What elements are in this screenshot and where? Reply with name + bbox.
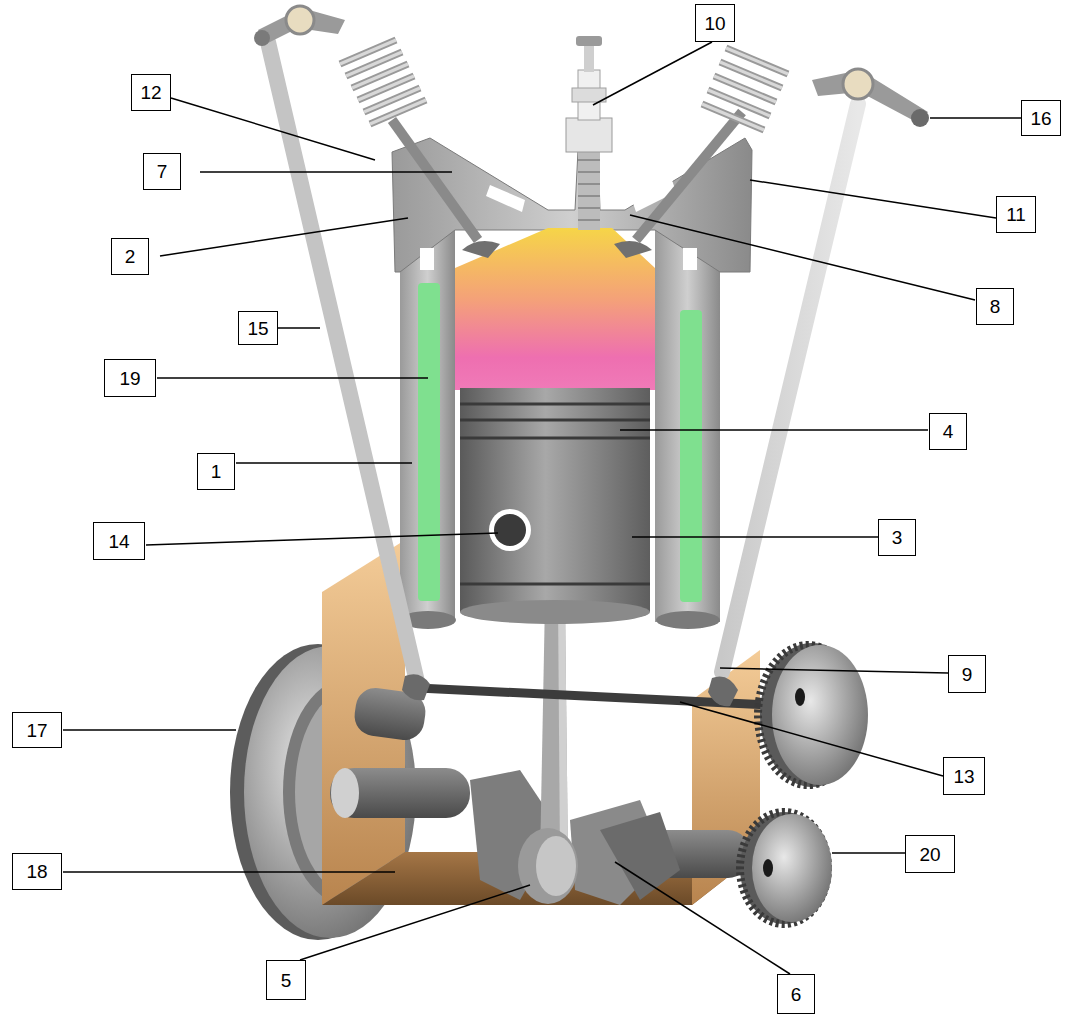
callout-box: 13 [943, 757, 985, 795]
callout-number: 3 [892, 528, 903, 547]
callout-box: 9 [948, 655, 986, 693]
callout-box: 8 [976, 288, 1014, 325]
callout-number: 7 [157, 162, 168, 181]
callout-box: 2 [111, 238, 149, 275]
callout-number: 19 [119, 369, 140, 388]
callout-number: 5 [281, 971, 292, 990]
callout-box: 16 [1021, 100, 1061, 136]
callout-number: 16 [1030, 109, 1051, 128]
leader-lines [63, 42, 1021, 974]
callout-box: 6 [777, 974, 815, 1014]
callout-box: 12 [131, 74, 171, 111]
callout-number: 6 [791, 985, 802, 1004]
callout-number: 10 [704, 14, 725, 33]
callout-box: 11 [996, 196, 1036, 233]
callout-box: 19 [104, 359, 156, 397]
callout-number: 11 [1006, 205, 1026, 224]
callout-number: 1 [211, 462, 222, 481]
callout-box: 10 [695, 4, 735, 42]
callout-number: 17 [26, 721, 47, 740]
callout-number: 14 [108, 532, 129, 551]
callout-number: 20 [919, 845, 940, 864]
callout-box: 15 [238, 311, 278, 345]
callout-box: 18 [12, 853, 62, 890]
callout-number: 8 [990, 297, 1001, 316]
callout-box: 14 [93, 522, 145, 560]
callout-number: 15 [247, 319, 268, 338]
callout-number: 13 [953, 767, 974, 786]
callout-box: 5 [266, 960, 306, 1000]
callout-box: 4 [929, 413, 967, 450]
callout-box: 1 [197, 453, 235, 490]
callout-number: 12 [140, 83, 161, 102]
callout-box: 20 [905, 835, 955, 873]
callout-box: 3 [878, 519, 916, 556]
callout-number: 4 [943, 422, 954, 441]
callout-box: 17 [12, 712, 62, 748]
callout-number: 9 [962, 665, 973, 684]
callout-number: 2 [125, 247, 136, 266]
callout-box: 7 [143, 153, 181, 190]
callout-number: 18 [26, 862, 47, 881]
